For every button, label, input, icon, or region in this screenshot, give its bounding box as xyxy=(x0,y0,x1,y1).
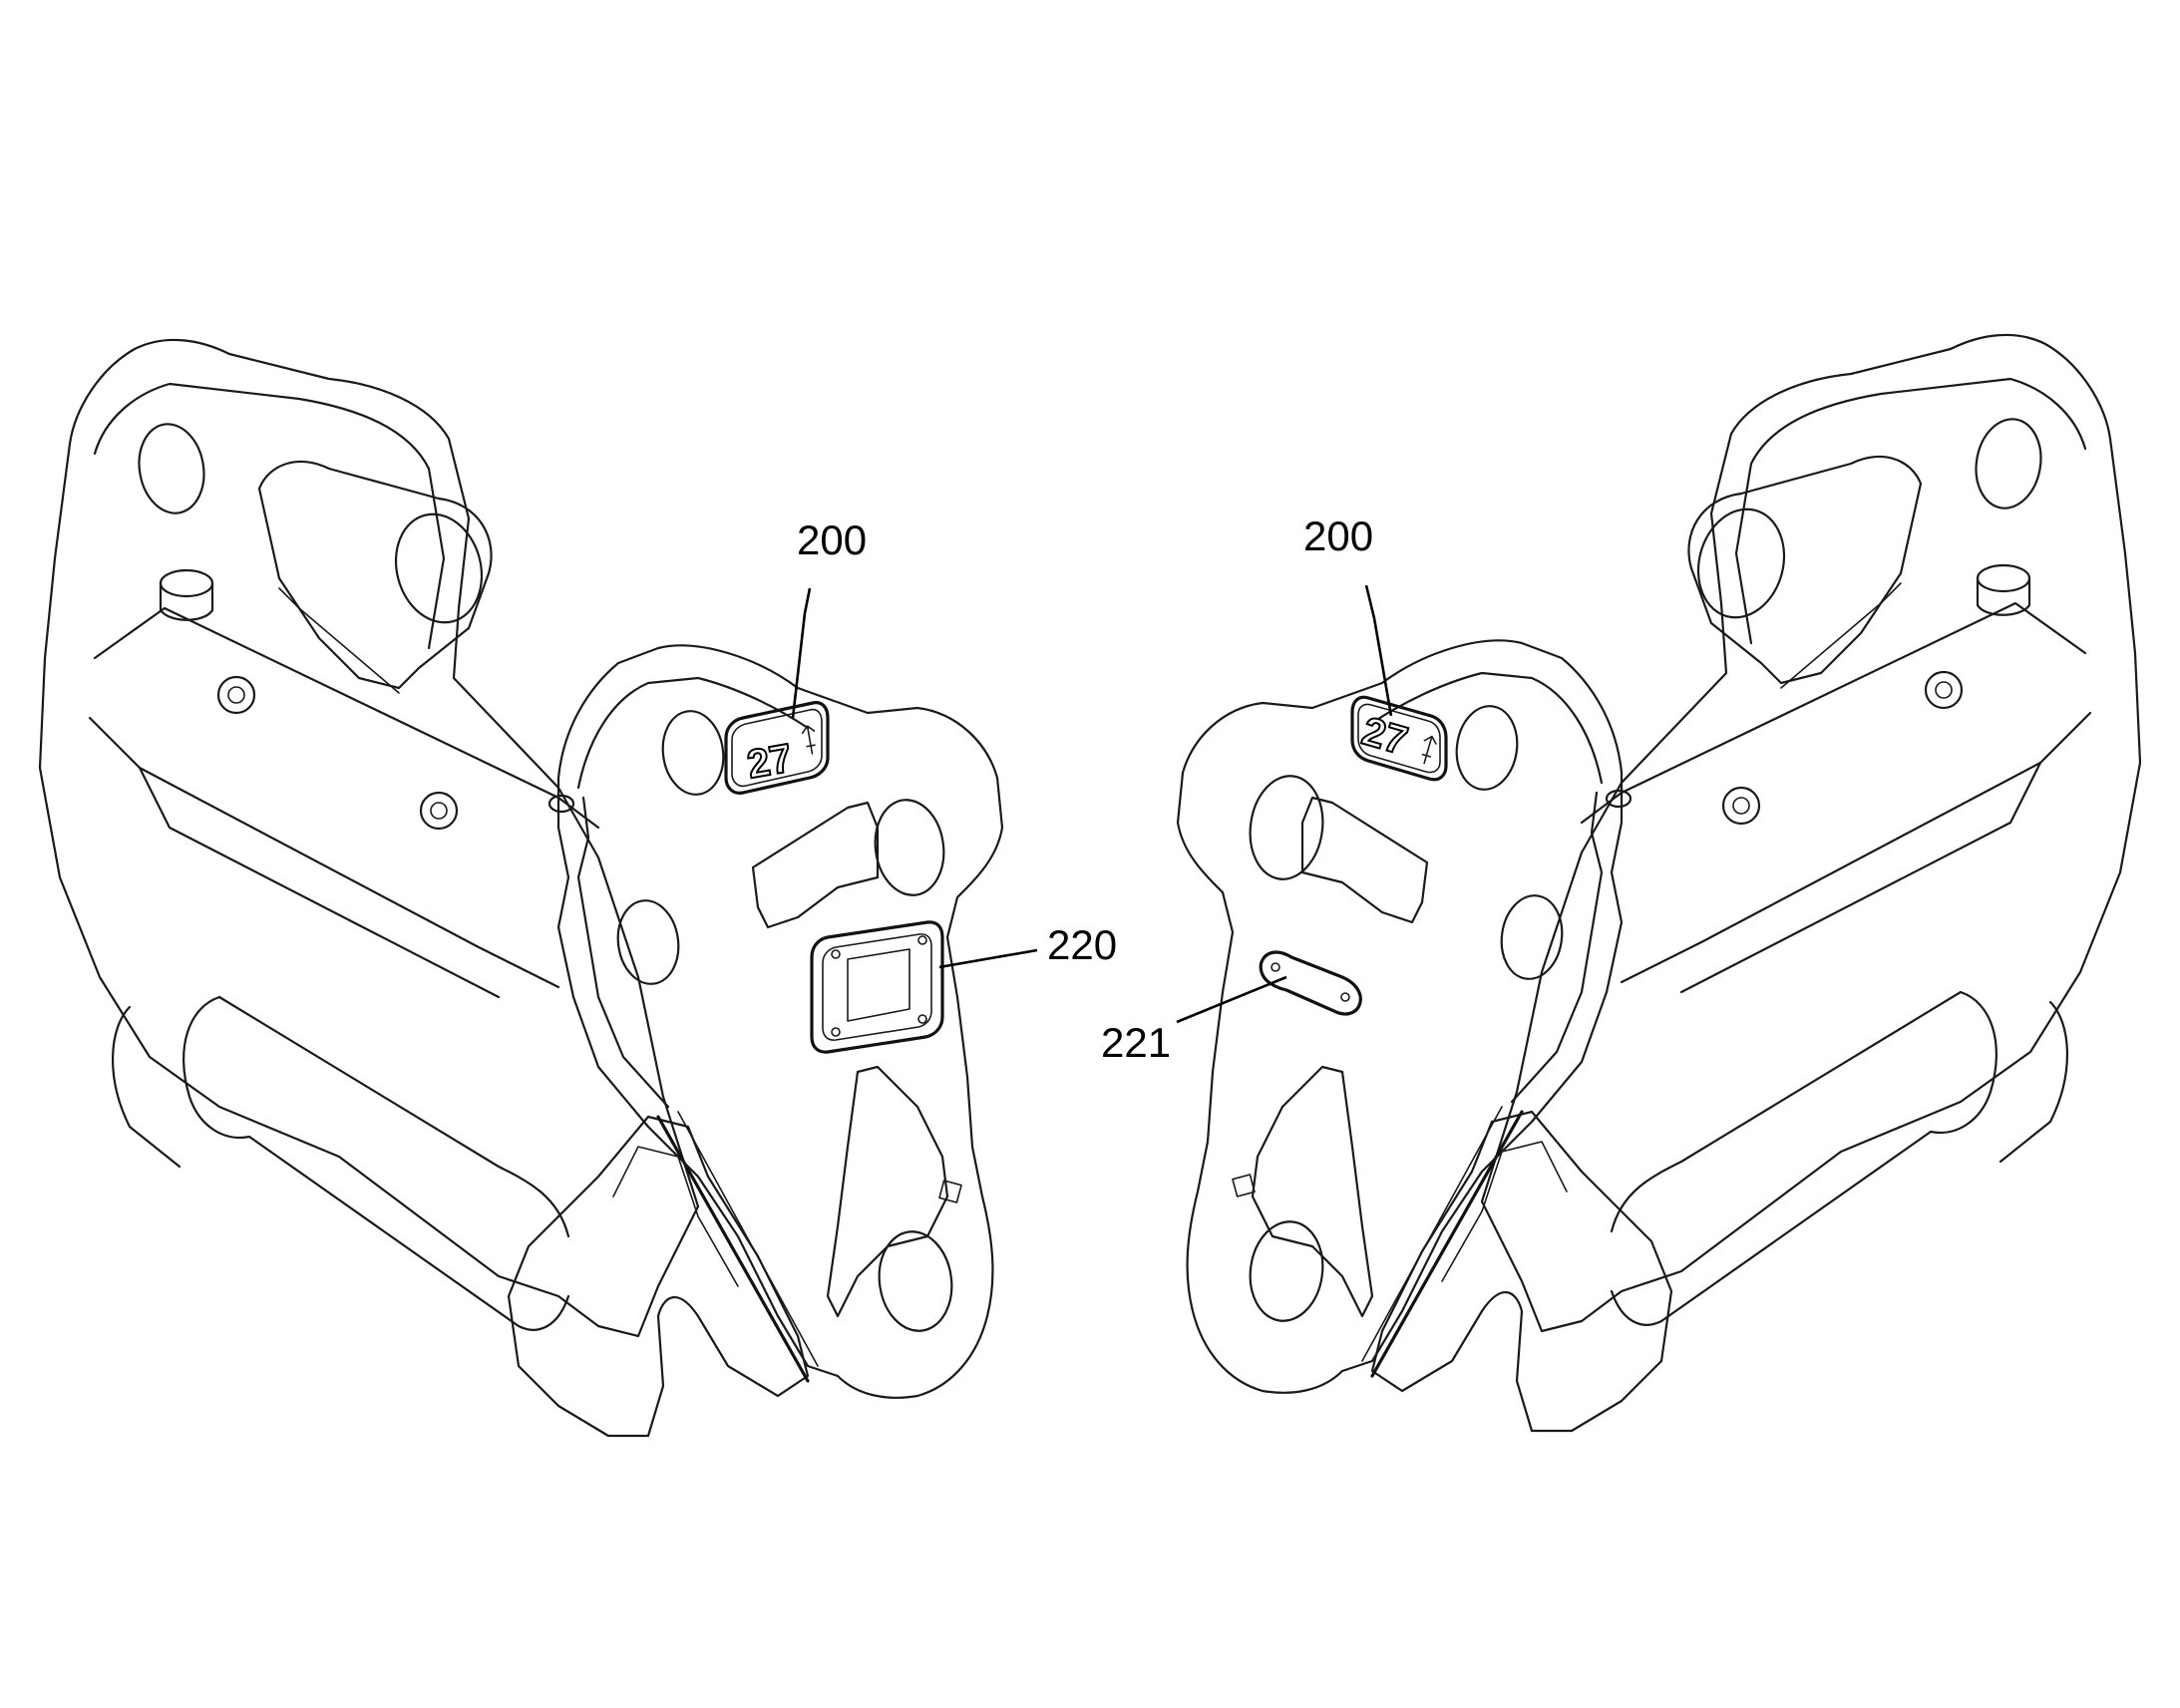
ref-label-220: 220 xyxy=(1047,921,1117,968)
right-badge-inner xyxy=(1357,703,1441,774)
left-main-beam xyxy=(93,606,600,830)
left-top-lug-edge xyxy=(278,587,400,694)
right-lower-tube-top xyxy=(1610,990,1963,1233)
right-top-knob-body xyxy=(1976,576,2031,616)
right-lower-tube-side xyxy=(1998,1000,2068,1164)
right-plate-cutout-upper xyxy=(1300,796,1429,924)
right-top-lug xyxy=(1687,455,1923,685)
left-rear-frame-inner xyxy=(93,382,446,650)
left-lower-tube xyxy=(182,995,570,1331)
left-top-lug-hole xyxy=(394,512,484,624)
left-rear-frame-outline xyxy=(38,338,700,1338)
right-main-beam-lower xyxy=(1620,711,2092,984)
left-bolt-1 xyxy=(216,675,256,715)
left-plate-cutout-lower xyxy=(826,1065,949,1318)
left-plate-hole-bottom xyxy=(878,1230,953,1332)
right-side-knob xyxy=(1605,789,1633,809)
left-rear-top-hole xyxy=(138,423,205,514)
right-plate-221-hole-1 xyxy=(1271,962,1280,972)
right-plate-hole-left xyxy=(1249,775,1324,880)
left-small-tab xyxy=(938,1180,962,1203)
right-main-beam-lower2 xyxy=(1679,761,2042,994)
left-plate-cutout-upper xyxy=(751,801,880,929)
left-plate-220-window xyxy=(847,948,910,1022)
right-main-beam xyxy=(1580,601,2087,825)
left-badge-inner xyxy=(731,708,823,788)
leader-220 xyxy=(938,948,1038,969)
left-lower-tube-side xyxy=(112,1005,182,1169)
left-top-lug xyxy=(257,460,493,690)
right-quick-coupler: 27 xyxy=(1176,333,2142,1433)
left-plate-220-inner xyxy=(822,933,932,1041)
left-front-hook xyxy=(507,1115,810,1438)
leader-200-right xyxy=(1364,584,1393,717)
ref-label-200-right: 200 xyxy=(1303,512,1373,559)
left-side-plate-edge xyxy=(576,676,810,1109)
left-top-knob xyxy=(159,568,214,598)
right-rear-frame-outline xyxy=(1480,333,2142,1333)
right-badge-text: 27 xyxy=(1357,709,1412,764)
right-rear-top-hole xyxy=(1975,418,2042,510)
left-lower-tube-top xyxy=(217,995,570,1238)
leader-lines xyxy=(791,584,1393,1024)
right-plate-cutout-lower xyxy=(1251,1065,1374,1318)
right-plate-221-hole-2 xyxy=(1340,992,1350,1002)
right-bolt-2-inner xyxy=(1732,797,1750,815)
left-plate-220-screw-4 xyxy=(917,1014,927,1024)
right-top-lug-hole xyxy=(1696,508,1786,619)
left-bolt-2-inner xyxy=(430,802,448,820)
left-side-knob xyxy=(547,794,575,814)
right-blade-edge-2 xyxy=(1361,1106,1503,1362)
right-bolt-2 xyxy=(1721,786,1761,826)
right-plate-hole-bottom xyxy=(1249,1220,1324,1322)
ref-label-221: 221 xyxy=(1101,1019,1171,1066)
left-plate-hole-right xyxy=(874,799,945,896)
lifting-hook-icon xyxy=(1421,735,1437,765)
leader-221 xyxy=(1176,975,1287,1024)
left-blade-edge xyxy=(656,1115,810,1383)
right-plate-hole-top xyxy=(1455,705,1519,791)
left-side-plate xyxy=(556,644,1004,1399)
left-plate-220 xyxy=(810,920,944,1054)
left-plate-hole-top xyxy=(661,710,725,796)
right-side-plate xyxy=(1176,639,1624,1394)
right-blade-edge xyxy=(1370,1110,1524,1378)
right-rear-frame-inner xyxy=(1734,377,2087,645)
left-main-beam-lower xyxy=(88,716,560,989)
left-quick-coupler: 27 xyxy=(38,338,1004,1438)
left-badge-text: 27 xyxy=(744,736,795,787)
right-front-hook xyxy=(1370,1110,1673,1433)
left-plate-hole-mid xyxy=(616,899,680,985)
right-plate-221 xyxy=(1259,950,1362,1016)
left-badge-outline xyxy=(724,701,830,795)
left-plate-220-screw-2 xyxy=(917,935,927,945)
left-27t-badge: 27 xyxy=(724,701,830,795)
right-27t-badge: 27 xyxy=(1350,695,1448,782)
right-small-tab xyxy=(1232,1174,1256,1197)
left-bolt-2 xyxy=(419,791,459,831)
left-main-beam-lower2 xyxy=(138,766,501,999)
ref-label-200-left: 200 xyxy=(797,516,867,563)
left-front-hook-inner xyxy=(612,1146,739,1287)
left-top-knob-body xyxy=(159,581,214,621)
left-plate-220-screw-1 xyxy=(831,949,841,959)
left-plate-220-screw-3 xyxy=(831,1027,841,1037)
left-bolt-1-inner xyxy=(227,686,245,704)
right-plate-221-outline xyxy=(1259,950,1362,1016)
right-lower-tube xyxy=(1610,990,1998,1326)
right-top-lug-edge xyxy=(1780,582,1902,689)
right-bolt-1 xyxy=(1924,670,1964,710)
right-top-knob xyxy=(1976,563,2031,593)
left-plate-220-outer xyxy=(810,920,944,1054)
leader-200-left xyxy=(791,587,812,719)
right-plate-hole-mid xyxy=(1500,894,1564,980)
right-front-hook-inner xyxy=(1441,1141,1568,1282)
lifting-hook-icon xyxy=(801,725,816,755)
left-blade-edge-2 xyxy=(677,1111,819,1367)
right-side-plate-edge xyxy=(1370,671,1604,1104)
right-badge-outline xyxy=(1350,695,1448,782)
right-bolt-1-inner xyxy=(1935,681,1953,699)
